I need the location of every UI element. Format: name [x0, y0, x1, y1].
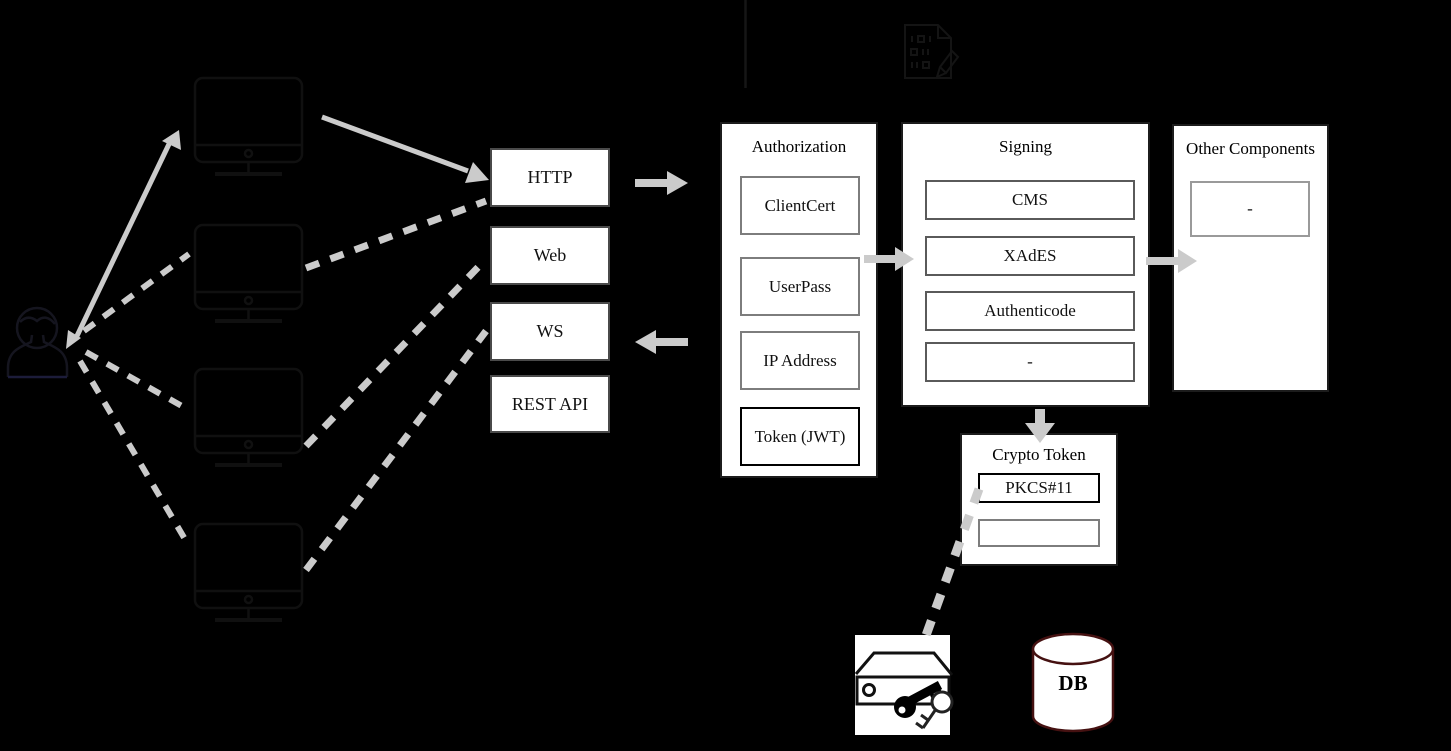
authorization-panel: Authorization ClientCert UserPass IP Add…	[720, 122, 878, 478]
monitor-icon	[193, 522, 304, 622]
rest-api-interface-box: REST API	[490, 375, 610, 433]
crypto-token-title: Crypto Token	[992, 445, 1086, 464]
ip-address-box: IP Address	[740, 331, 860, 390]
crypto-token-panel: Crypto Token PKCS#11	[960, 433, 1118, 566]
other-components-panel: Other Components -	[1172, 124, 1329, 392]
ws-interface-box: WS	[490, 302, 610, 361]
web-interface-box: Web	[490, 226, 610, 285]
authenticode-signer-box: Authenticode	[925, 291, 1135, 331]
database-cylinder-icon	[1031, 632, 1115, 733]
signing-panel: Signing CMS XAdES Authenticode -	[901, 122, 1150, 407]
signing-title: Signing	[999, 137, 1052, 156]
userpass-box: UserPass	[740, 257, 860, 316]
other-components-title: Other Components	[1186, 139, 1315, 158]
other-signer-box: -	[925, 342, 1135, 382]
other-component-box: -	[1190, 181, 1310, 237]
database-label: DB	[1058, 671, 1088, 695]
clientcert-box: ClientCert	[740, 176, 860, 235]
cms-signer-box: CMS	[925, 180, 1135, 220]
signed-document-icon	[904, 24, 960, 79]
xades-signer-box: XAdES	[925, 236, 1135, 276]
monitor-icon	[193, 367, 304, 467]
empty-crypto-token-box	[978, 519, 1100, 547]
pkcs11-box: PKCS#11	[978, 473, 1100, 503]
hsm-with-keys-icon	[854, 635, 954, 735]
monitor-icon	[193, 223, 304, 323]
user-icon	[6, 306, 69, 379]
authorization-title: Authorization	[751, 137, 847, 156]
token-jwt-box: Token (JWT)	[740, 407, 860, 466]
monitor-icon	[193, 76, 304, 176]
http-interface-box: HTTP	[490, 148, 610, 207]
